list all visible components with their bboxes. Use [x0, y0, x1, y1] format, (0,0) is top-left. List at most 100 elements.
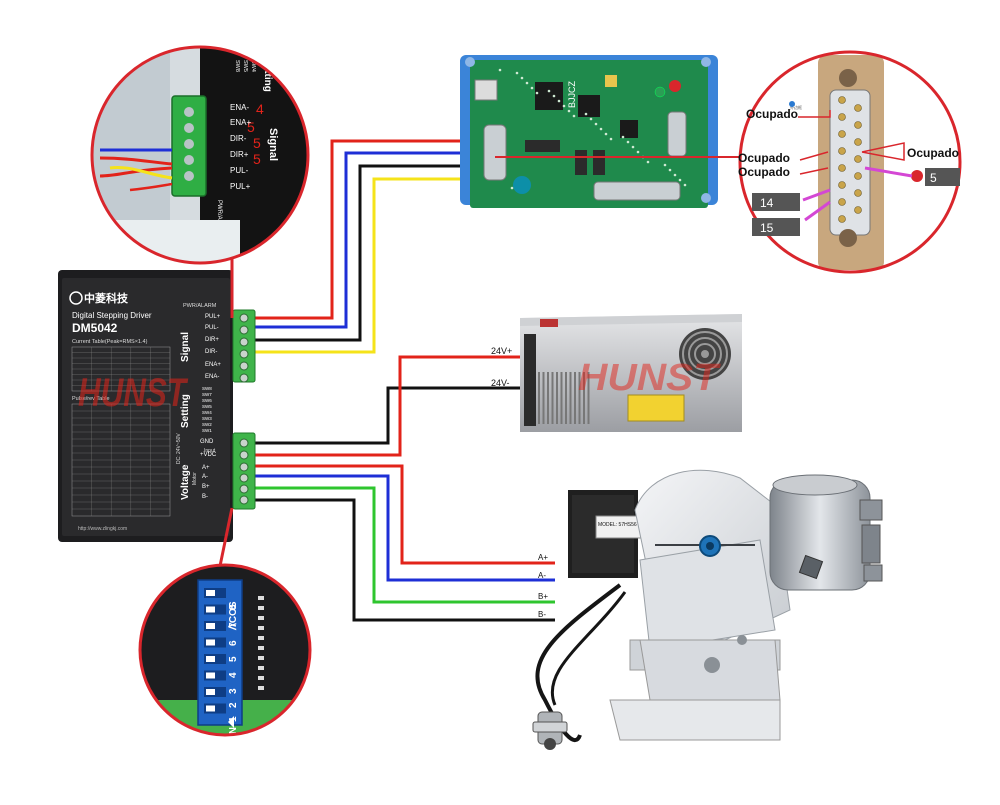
pcb-pad — [258, 626, 264, 630]
pin-badge-15: 15 — [752, 218, 800, 236]
pcb-via — [631, 145, 635, 149]
controller-chip-label: BJJCZ — [567, 80, 577, 108]
driver-current-table — [71, 346, 171, 392]
info-icon — [789, 101, 795, 107]
terminal-label: DIR- — [205, 349, 217, 355]
signal-terminal-block[interactable] — [232, 309, 256, 383]
motor-model-label: MODEL: 57HS56 — [598, 522, 637, 528]
psu-vent — [583, 372, 585, 424]
zoom-setting-label: Setting — [262, 58, 273, 92]
driver-pulse-table-title: Pulse/rev Table — [72, 396, 110, 402]
pcb-via — [572, 114, 576, 118]
pcb-via — [535, 91, 539, 95]
dip-switch-toggle — [206, 689, 215, 695]
psu-vent — [542, 372, 545, 424]
zoom-terminal-label: DIR- — [230, 134, 247, 143]
zoom-number: 5 — [247, 119, 255, 135]
motor-wires — [254, 464, 555, 622]
pcb-via — [636, 150, 640, 154]
driver-current-table-title: Current Table(Peak=RMS×1.4) — [72, 339, 148, 345]
db15-pin-hole — [838, 113, 846, 121]
db15-label: Ocupado — [746, 107, 798, 121]
psu-vent — [547, 372, 549, 424]
pcb-via — [584, 112, 588, 116]
pcb-via — [621, 135, 625, 139]
switch-label: SW8 — [202, 386, 212, 391]
zoom-number: 5 — [253, 135, 261, 151]
driver-power-labels: GND +VDC A+ A- B+ B- — [200, 439, 217, 500]
controller-chip — [535, 82, 563, 110]
driver-section-input-range: DC: 24V~50V — [176, 433, 182, 464]
db15-pin-hole — [838, 147, 846, 155]
db15-pin: 15 — [760, 221, 774, 235]
psu-vent — [578, 372, 581, 424]
aviation-connector — [532, 711, 568, 750]
arrow-icon — [228, 716, 234, 728]
pcb-via — [515, 71, 519, 75]
dip-switch-toggle — [206, 672, 215, 679]
pcb-pad — [258, 656, 264, 660]
pcb-via — [562, 104, 566, 108]
pcb-via — [510, 186, 514, 190]
zoom-terminal-label: DIR+ — [230, 150, 249, 159]
wire-red-motor — [254, 464, 555, 565]
zoom-signal-terminals: 4 5 5 5 ENA- ENA+ DIR- DIR+ PUL- PUL+ Si… — [90, 45, 310, 265]
wire-red-signal — [254, 139, 470, 320]
signal-wires — [254, 139, 470, 354]
dip-switch-toggle — [206, 639, 215, 646]
db15-pin-hole — [854, 172, 862, 180]
pcb-via — [604, 132, 608, 136]
pcb-via — [683, 183, 687, 187]
pcb-via — [520, 76, 524, 80]
driver-section-voltage: Voltage — [180, 464, 191, 500]
db15-pin-hole — [838, 198, 846, 206]
zoom-db15-connector: Ocupado 外边框 Ocupado Ocupado Ocupado 5 14… — [738, 50, 962, 274]
power-motor-terminal-block[interactable] — [232, 432, 256, 510]
terminal-label: +VDC — [200, 452, 217, 458]
pcb-via — [589, 117, 593, 121]
zoom-sw-label: SW3 — [284, 76, 296, 82]
dip-number: 5 — [228, 656, 239, 662]
driver-section-input: Input — [204, 448, 216, 454]
terminal-label: B+ — [202, 484, 210, 490]
zoom-section-label: Signal — [267, 128, 279, 161]
dip-switch-block[interactable] — [197, 579, 243, 726]
psu-vent — [556, 372, 558, 424]
zoom-number: 5 — [253, 151, 261, 167]
psu-v-plus: 24V+ — [491, 346, 512, 356]
stepper-motor: MODEL: 57HS56 — [568, 490, 645, 578]
switch-label: SW1 — [202, 428, 212, 433]
psu-vent — [551, 372, 554, 424]
dip-number: 4 — [228, 672, 239, 678]
dip-number: 3 — [228, 688, 239, 694]
pcb-via — [646, 160, 650, 164]
rotary-attachment: MODEL: 57HS56 — [532, 469, 883, 750]
pcb-via — [498, 68, 502, 72]
driver-brand: 中菱科技 — [84, 291, 129, 305]
wire-green-motor — [254, 486, 555, 604]
zoom-sw-label: SW8 — [234, 60, 240, 72]
driver-section-motor: Motor — [192, 472, 198, 485]
pin-badge-5: 5 — [911, 168, 960, 186]
terminal-label: A- — [202, 474, 208, 480]
pcb-via — [567, 109, 571, 113]
db15-pin-hole — [838, 164, 846, 172]
terminal-label: PUL+ — [205, 314, 221, 320]
terminal-label: DIR+ — [205, 337, 219, 343]
motor-wire-label: A+ — [538, 553, 548, 562]
pcb-pad — [258, 676, 264, 680]
stepper-driver: 中菱科技 Digital Stepping Driver DM5042 Curr… — [58, 270, 256, 542]
db15-label: Ocupado — [738, 151, 790, 165]
switch-label: SW4 — [202, 410, 212, 415]
psu-vent — [538, 372, 540, 424]
zoom-terminal-label: ENA+ — [230, 118, 251, 127]
driver-section-signal: Signal — [180, 332, 191, 362]
driver-section-setting: Setting — [180, 394, 191, 428]
pcb-via — [557, 99, 561, 103]
zoom-ring — [738, 50, 962, 274]
db15-pin-hole — [854, 206, 862, 214]
zoom-pwr-label: PWR/ALARM — [216, 200, 222, 236]
driver-brand-logo: 中菱科技 — [69, 291, 129, 305]
alert-icon — [911, 170, 923, 182]
